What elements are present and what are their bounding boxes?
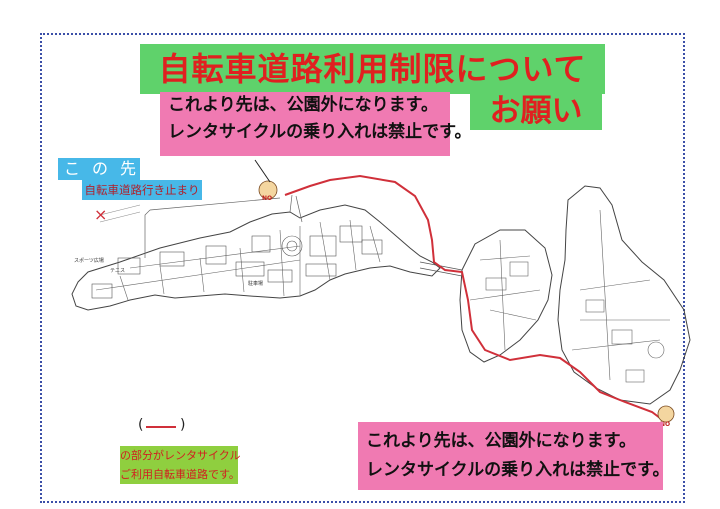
svg-text:スポーツ広場: スポーツ広場: [74, 257, 104, 264]
page-border: [40, 33, 685, 503]
legend-route-swatch: [146, 426, 176, 428]
no-sign-bottom: NO: [657, 405, 675, 428]
notice-bottom-line2: レンタサイクルの乗り入れは禁止です。: [366, 460, 670, 480]
notice-top: これより先は、公園外になります。 レンタサイクルの乗り入れは禁止です。: [160, 92, 472, 156]
legend-line2: ご利用自転車道路です。: [120, 468, 240, 481]
notice-bottom-line1: これより先は、公園外になります。: [366, 431, 636, 451]
page-title-sub: お願い: [470, 92, 602, 130]
middle-island-outline: [459, 229, 553, 363]
dead-end-mark: ×: [94, 205, 107, 224]
cycle-route: [284, 174, 661, 419]
svg-text:NO: NO: [262, 195, 272, 202]
page-title: 自転車道路利用制限について: [140, 44, 605, 94]
svg-text:NO: NO: [660, 421, 670, 428]
notice-top-line2: レンタサイクルの乗り入れは禁止です。: [168, 122, 472, 142]
notice-bottom: これより先は、公園外になります。 レンタサイクルの乗り入れは禁止です。: [358, 422, 670, 490]
notice-top-line1: これより先は、公園外になります。: [168, 95, 438, 115]
legend-paren-open: (: [138, 417, 144, 433]
west-park-outline: [71, 204, 441, 311]
svg-text:駐車場: 駐車場: [248, 280, 263, 287]
dead-end-text: 自転車道路行き止まり: [82, 180, 202, 200]
east-island-outline: [557, 185, 691, 405]
legend-line1: の部分がレンタサイクル: [120, 449, 241, 462]
dead-end-label: この先: [58, 158, 140, 180]
svg-text:テニス: テニス: [110, 268, 125, 274]
legend-paren-close: ): [180, 417, 186, 433]
legend: の部分がレンタサイクル ご利用自転車道路です。: [120, 446, 241, 484]
no-sign-top: NO: [258, 180, 278, 202]
